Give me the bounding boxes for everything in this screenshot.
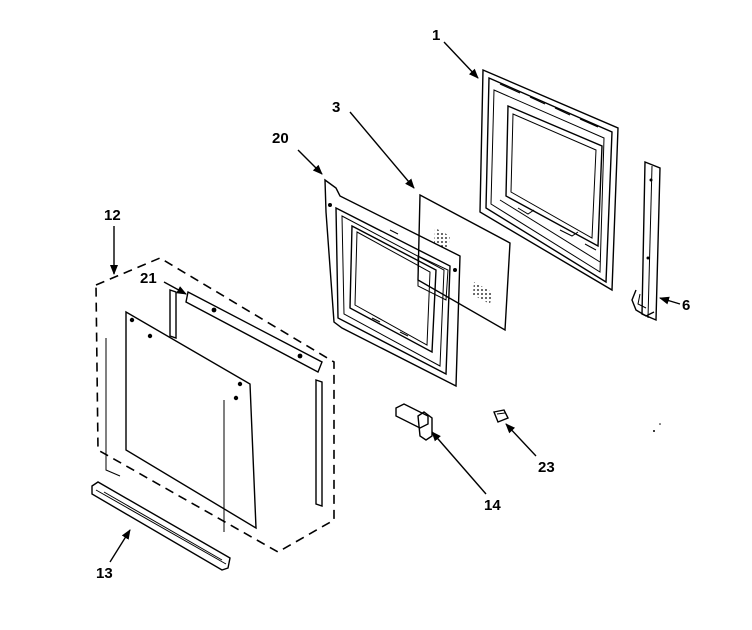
part-21-trim-strips [169, 289, 323, 507]
leader-3 [349, 111, 415, 189]
part-20-inner-door-frame [324, 178, 461, 388]
leader-lines [109, 41, 681, 563]
callout-14: 14 [484, 497, 501, 514]
scan-specks [653, 423, 661, 432]
part-14-latch-bracket [395, 403, 433, 441]
leader-13 [109, 529, 131, 563]
leader-21 [163, 281, 187, 295]
part-6-hinge-bar [631, 160, 661, 322]
leader-23 [505, 423, 537, 457]
callout-1: 1 [432, 27, 440, 44]
part-23-clip [493, 409, 509, 423]
callout-23: 23 [538, 459, 555, 476]
leader-1 [443, 41, 479, 79]
leader-6 [659, 296, 681, 305]
callout-3: 3 [332, 99, 340, 116]
callout-12: 12 [104, 207, 121, 224]
callout-20: 20 [272, 130, 289, 147]
part-1-outer-door-panel [479, 68, 619, 292]
callout-labels: 1 3 20 12 21 6 23 14 13 [96, 27, 690, 582]
leader-20 [297, 149, 323, 175]
part-13-door-handle [91, 481, 231, 571]
callout-13: 13 [96, 565, 113, 582]
callout-6: 6 [682, 297, 690, 314]
callout-21: 21 [140, 270, 157, 287]
door-glass-panels [105, 310, 257, 532]
leader-14 [431, 431, 487, 495]
